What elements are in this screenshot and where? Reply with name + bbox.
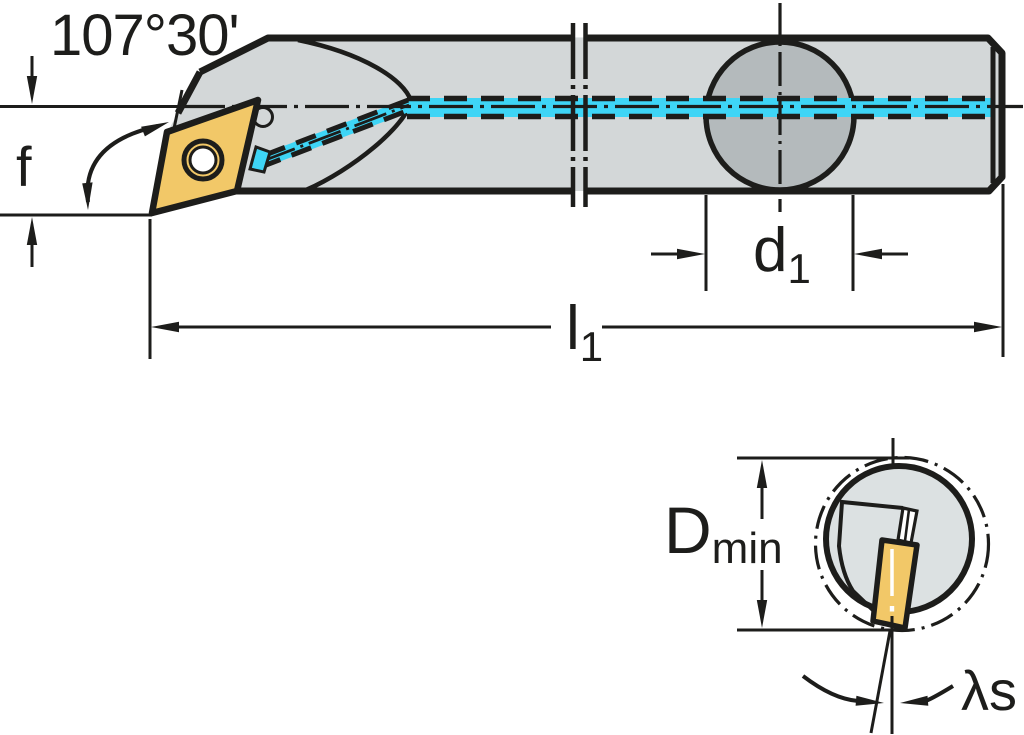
l1-arrow-left	[151, 321, 179, 333]
insert-screw-hole-inner	[188, 145, 218, 175]
d1-arrow-left	[677, 248, 705, 260]
insert-pocket-outline	[836, 499, 904, 615]
lambda-s-annotation: λs	[801, 616, 1017, 734]
tool-body-fill	[154, 37, 1002, 213]
head-left-edge	[174, 70, 204, 115]
lambda-arrow-left	[855, 695, 884, 706]
d1-label: d1	[753, 216, 811, 292]
dimension-f: f	[0, 56, 152, 267]
cross-section-detail: Dmin λs	[664, 438, 1017, 734]
dimension-dmin: Dmin	[664, 460, 783, 628]
f-arrow-up	[26, 217, 38, 245]
f-label: f	[16, 135, 32, 198]
insert-screw-hole-outer	[181, 138, 225, 182]
insert-section	[870, 537, 920, 631]
tool-side-view	[0, 3, 1023, 217]
lambda-arrow-right	[900, 695, 929, 706]
lambda-arrow-left-tail	[801, 674, 859, 703]
insert-shim-split-line	[903, 509, 911, 542]
dmin-label: Dmin	[664, 493, 783, 573]
cutting-insert	[148, 96, 262, 217]
f-arrow-down	[26, 76, 38, 104]
l1-label: l1	[566, 294, 603, 370]
angle-arc-arrowhead-upper	[141, 122, 169, 137]
dmin-arrow-up	[756, 460, 768, 488]
d1-arrow-right	[854, 248, 882, 260]
angle-annotation: 107°30'	[50, 3, 240, 210]
lambda-s-label: λs	[961, 659, 1017, 722]
tool-body-outline-top	[198, 34, 572, 76]
tool-body-outline-right	[586, 34, 1006, 195]
angle-arc	[85, 124, 159, 203]
angle-label: 107°30'	[50, 3, 239, 68]
dmin-arrow-down	[756, 600, 768, 628]
insert-centerline-dot	[889, 606, 895, 612]
angle-arc-arrowhead-lower	[82, 182, 93, 210]
break-lines	[570, 23, 588, 207]
dimension-l1: l1	[148, 184, 1005, 370]
bore-centerline-circle	[813, 455, 991, 633]
dimension-d1: d1	[651, 195, 908, 292]
lambda-inclined-line	[869, 630, 892, 734]
coolant-outlet-tip	[248, 145, 272, 174]
lambda-arrow-right-tail	[923, 684, 955, 704]
l1-arrow-right	[974, 321, 1002, 333]
